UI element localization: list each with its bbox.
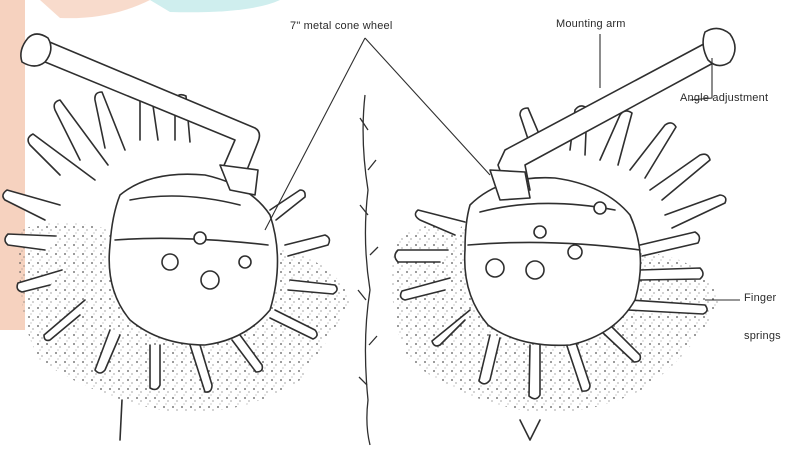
label-cone-wheel: 7" metal cone wheel [290,20,392,32]
label-finger-springs-line1: Finger [744,292,776,304]
right-rotary-hoe-wheel [392,28,735,440]
label-mounting-arm: Mounting arm [556,18,626,30]
center-grass-divider [358,95,378,445]
label-finger-springs-line2: springs [744,330,781,342]
label-angle-adjustment: Angle adjustment [680,92,768,104]
left-rotary-hoe-wheel [3,34,350,440]
